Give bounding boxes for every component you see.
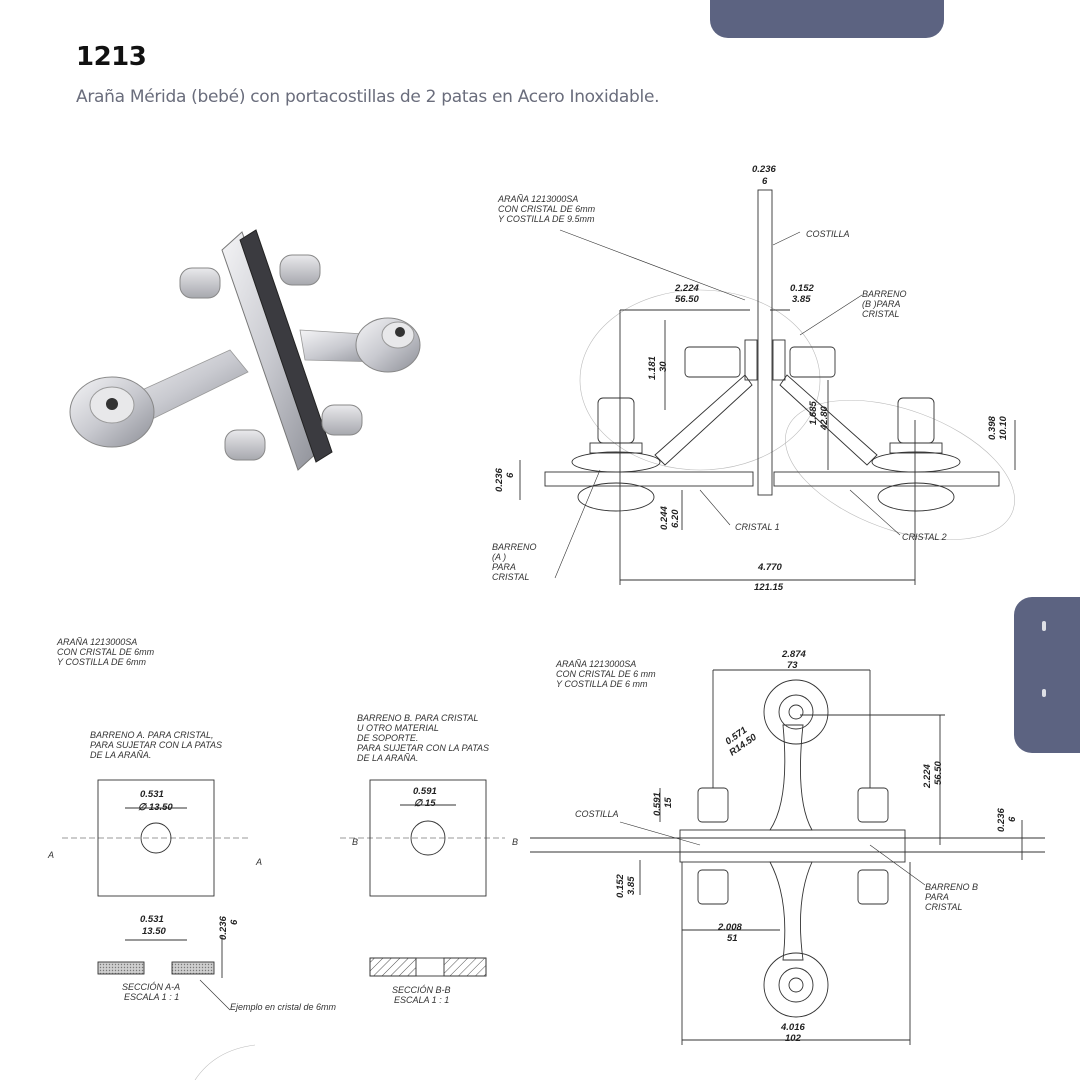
dim-m-mm: 51 xyxy=(727,933,738,944)
dim-sec-t-mm: 6 xyxy=(229,919,240,925)
dim-overall-mm: 121.15 xyxy=(754,582,784,593)
section-mark-a: A xyxy=(255,857,262,867)
dim-a-hole-in: 0.531 xyxy=(140,789,164,800)
dim-v2-mm: 42.80 xyxy=(819,406,830,431)
side-view-labels: ARAÑA 1213000SA CON CRISTAL DE 6mm Y COS… xyxy=(492,164,1009,593)
details-note-line: ARAÑA 1213000SA xyxy=(56,637,137,647)
dim-t-mm: 6 xyxy=(1007,816,1018,822)
example-note: Ejemplo en cristal de 6mm xyxy=(230,1002,337,1012)
details-labels: ARAÑA 1213000SA CON CRISTAL DE 6mm Y COS… xyxy=(47,637,518,1012)
label-barreno-b: BARRENO xyxy=(862,289,907,299)
dim-b-hole-in: 0.591 xyxy=(413,786,437,797)
label-barreno-a: PARA xyxy=(492,562,516,572)
label-barreno-b: CRISTAL xyxy=(862,309,899,319)
top-view-labels: ARAÑA 1213000SA CON CRISTAL DE 6 mm Y CO… xyxy=(555,649,1018,1044)
label-barreno-a: BARRENO xyxy=(492,542,537,552)
top-note-line: Y COSTILLA DE 6 mm xyxy=(556,679,648,689)
dim-t-in: 0.236 xyxy=(996,808,1007,832)
dim-w-in: 2.874 xyxy=(781,649,806,660)
top-tab-decoration xyxy=(710,0,944,38)
product-photo xyxy=(69,229,421,471)
dim-left-mm: 56.50 xyxy=(675,294,699,305)
section-a-title: ESCALA 1 : 1 xyxy=(124,992,179,1002)
dim-overall-in: 4.770 xyxy=(757,562,782,573)
section-b-title: SECCIÓN B-B xyxy=(392,985,451,995)
side-view-drawing xyxy=(519,189,1016,585)
side-note-line: Y COSTILLA DE 9.5mm xyxy=(498,214,595,224)
label-costilla: COSTILLA xyxy=(806,229,850,239)
label-barreno-a: (A ) xyxy=(492,552,506,562)
dim-v1-in: 1.181 xyxy=(647,356,658,380)
section-mark-b: B xyxy=(352,837,358,847)
side-tab-mark xyxy=(1042,689,1046,697)
barreno-a-title: BARRENO A. PARA CRISTAL, xyxy=(90,730,214,740)
side-note-line: CON CRISTAL DE 6mm xyxy=(498,204,596,214)
label-cristal-1: CRISTAL 1 xyxy=(735,522,780,532)
dim-v1-mm: 30 xyxy=(658,361,669,372)
dim-right-in: 0.152 xyxy=(790,283,814,294)
dim-a-hole-mm: ∅ 13.50 xyxy=(138,802,173,813)
side-tab[interactable] xyxy=(1014,597,1080,753)
dim-sec-t-in: 0.236 xyxy=(218,916,229,940)
dim-low-mm: 6.20 xyxy=(670,509,681,528)
barreno-b-title: BARRENO B. PARA CRISTAL xyxy=(357,713,478,723)
dim-right-mm: 3.85 xyxy=(792,294,811,305)
dim-sec-in: 0.531 xyxy=(140,914,164,925)
dim-v3-mm: 10.10 xyxy=(998,416,1009,440)
section-mark-a: A xyxy=(47,850,54,860)
top-view-drawing xyxy=(530,669,1045,1045)
dim-b-in: 0.152 xyxy=(615,874,626,898)
barreno-b-title: PARA SUJETAR CON LA PATAS xyxy=(357,743,489,753)
label-barreno-b: BARRENO B xyxy=(925,882,978,892)
dim-thick-mm: 6 xyxy=(505,472,516,478)
barreno-b-title: DE LA ARAÑA. xyxy=(357,753,418,763)
barreno-b-title: DE SOPORTE. xyxy=(357,733,418,743)
product-subtitle: Araña Mérida (bebé) con portacostillas d… xyxy=(76,87,660,107)
dim-o-in: 4.016 xyxy=(780,1022,805,1033)
label-barreno-b: (B )PARA xyxy=(862,299,900,309)
dim-h-mm: 56.50 xyxy=(933,761,944,785)
dim-left-in: 2.224 xyxy=(674,283,699,294)
barreno-a-title: PARA SUJETAR CON LA PATAS xyxy=(90,740,222,750)
side-note-line: ARAÑA 1213000SA xyxy=(497,194,578,204)
dim-low-in: 0.244 xyxy=(659,506,670,530)
details-note-line: CON CRISTAL DE 6mm xyxy=(57,647,155,657)
barreno-a-title: DE LA ARAÑA. xyxy=(90,750,151,760)
dim-b-hole-mm: ∅ 15 xyxy=(414,798,436,809)
dim-v2-in: 1.685 xyxy=(808,401,819,425)
details-note-line: Y COSTILLA DE 6mm xyxy=(57,657,147,667)
dim-sec-mm: 13.50 xyxy=(142,926,166,937)
dim-s-mm: 15 xyxy=(663,797,674,808)
barreno-b-title: U OTRO MATERIAL xyxy=(357,723,439,733)
dim-b-mm: 3.85 xyxy=(626,876,637,895)
section-b-title: ESCALA 1 : 1 xyxy=(394,995,449,1005)
label-cristal-2: CRISTAL 2 xyxy=(902,532,947,542)
dim-top-mm: 6 xyxy=(762,176,768,187)
dim-o-mm: 102 xyxy=(785,1033,802,1044)
dim-s-in: 0.591 xyxy=(652,792,663,816)
dim-m-in: 2.008 xyxy=(717,922,742,933)
top-note-line: CON CRISTAL DE 6 mm xyxy=(556,669,656,679)
label-barreno-a: CRISTAL xyxy=(492,572,529,582)
label-barreno-b: PARA xyxy=(925,892,949,902)
section-a-title: SECCIÓN A-A xyxy=(122,982,180,992)
dim-h-in: 2.224 xyxy=(922,764,933,789)
dim-thick-in: 0.236 xyxy=(494,468,505,492)
dim-top-in: 0.236 xyxy=(752,164,776,175)
product-code: 1213 xyxy=(76,42,147,72)
label-barreno-b: CRISTAL xyxy=(925,902,962,912)
side-tab-mark xyxy=(1042,621,1046,631)
top-note-line: ARAÑA 1213000SA xyxy=(555,659,636,669)
dim-v3-in: 0.398 xyxy=(987,416,998,440)
label-costilla: COSTILLA xyxy=(575,809,619,819)
details-drawing xyxy=(62,779,505,1080)
section-mark-b: B xyxy=(512,837,518,847)
dim-w-mm: 73 xyxy=(787,660,798,671)
